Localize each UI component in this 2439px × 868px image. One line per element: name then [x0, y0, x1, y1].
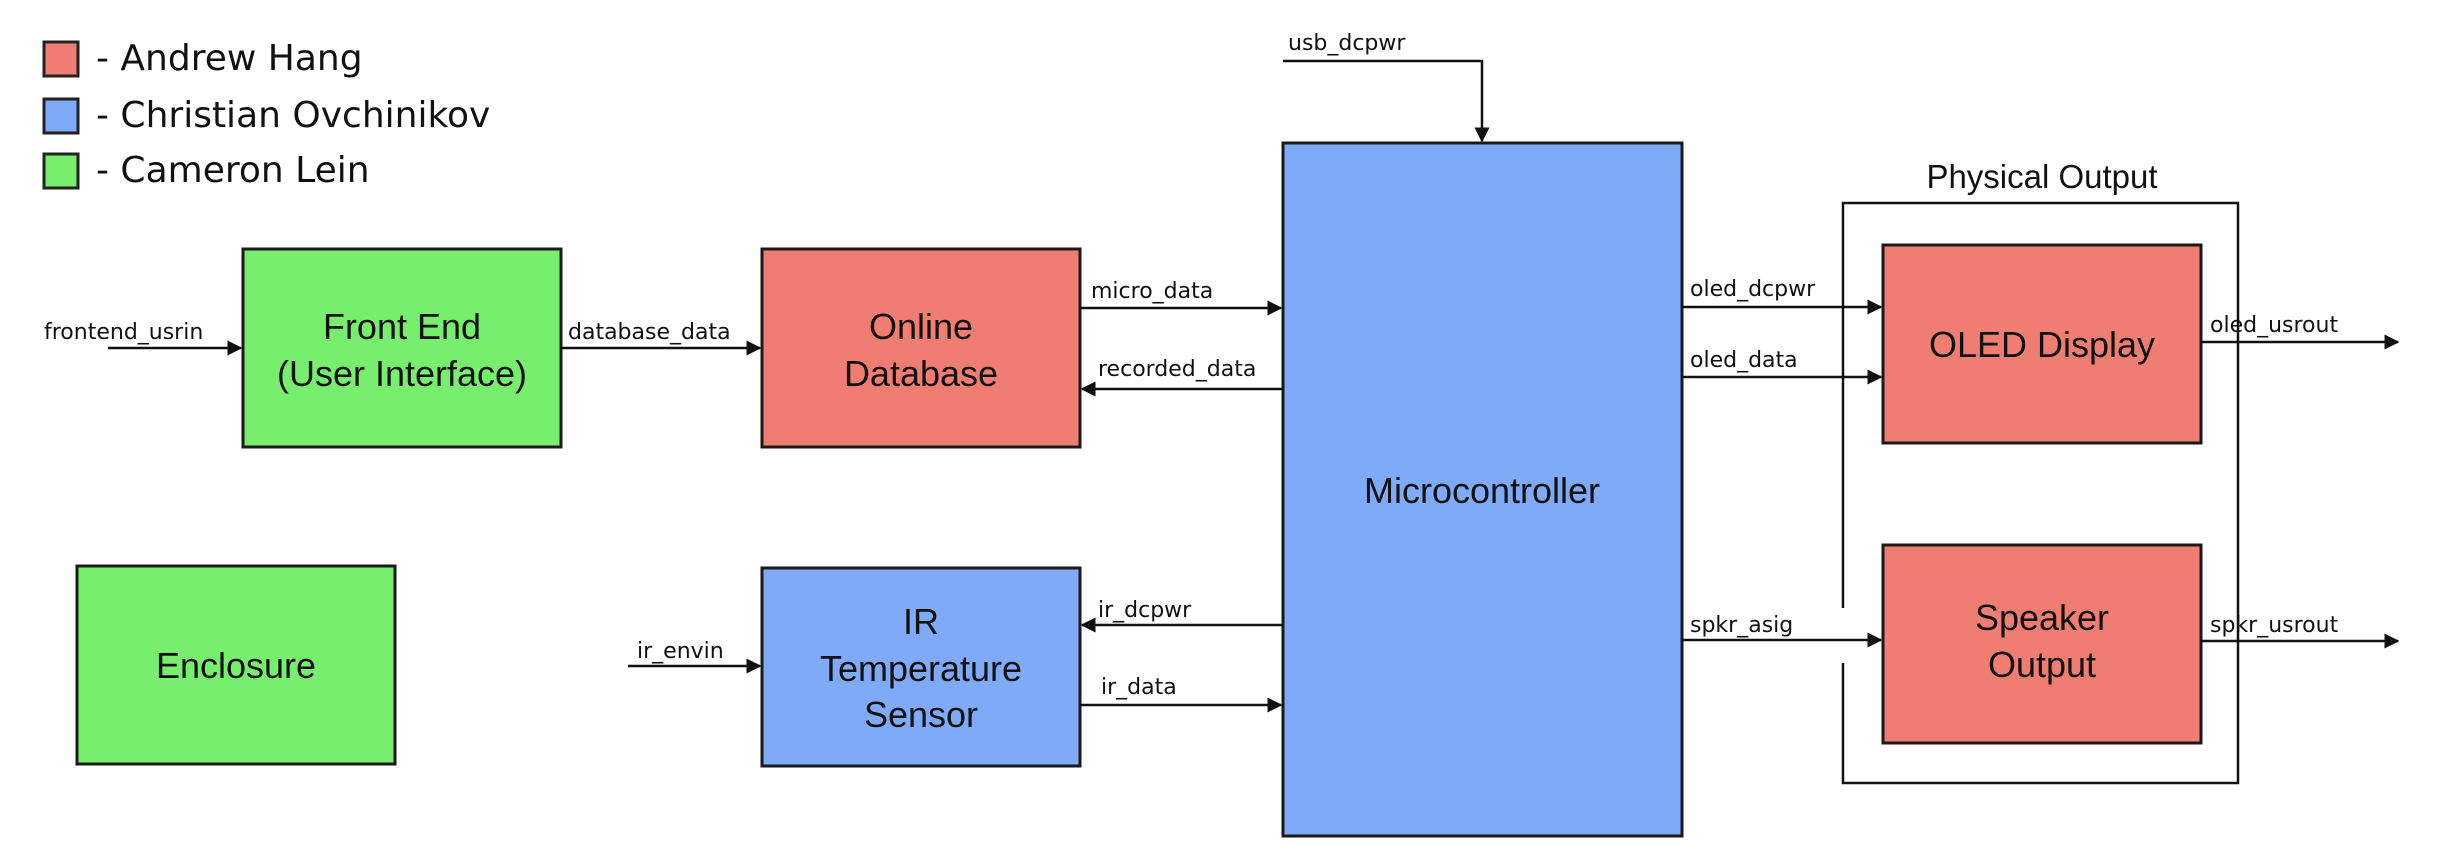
spkr-usrout-label: spkr_usrout: [2210, 613, 2339, 638]
ir-data-label: ir_data: [1101, 675, 1177, 700]
legend-label-christian: - Christian Ovchinikov: [96, 95, 490, 136]
ir-sensor-line1: IR: [903, 601, 939, 642]
ir-sensor-line2: Temperature: [820, 648, 1022, 689]
frontend-usrin-label: frontend_usrin: [44, 320, 203, 345]
enclosure-block: Enclosure: [75, 564, 397, 766]
front-end-block: Front End (User Interface): [241, 247, 563, 449]
legend-label-cameron: - Cameron Lein: [96, 150, 370, 191]
oled-data-label: oled_data: [1690, 348, 1798, 373]
online-database-line1: Online: [869, 306, 973, 347]
oled-display-label: OLED Display: [1929, 324, 2155, 365]
microcontroller-block: Microcontroller: [1281, 141, 1684, 838]
ir-dcpwr-label: ir_dcpwr: [1098, 598, 1192, 623]
database-data-label: database_data: [568, 320, 731, 345]
ir-sensor-block: IR Temperature Sensor: [760, 566, 1082, 768]
physical-output-group: Physical Output: [1841, 158, 2240, 785]
ir-envin-label: ir_envin: [637, 639, 724, 664]
front-end-subtitle: (User Interface): [277, 353, 527, 394]
online-database-block: Online Database: [760, 247, 1082, 449]
legend-swatch-cameron: [42, 152, 80, 190]
online-database-line2: Database: [844, 353, 998, 394]
microcontroller-label: Microcontroller: [1364, 470, 1600, 511]
speaker-output-line2: Output: [1988, 644, 2096, 685]
connections: [108, 59, 2400, 713]
signal-labels: frontend_usrin database_data micro_data …: [44, 31, 2339, 700]
legend-swatch-christian: [42, 97, 80, 135]
speaker-output-line1: Speaker: [1975, 597, 2109, 638]
enclosure-label: Enclosure: [156, 645, 316, 686]
usb-dcpwr-label: usb_dcpwr: [1288, 31, 1406, 56]
ir-sensor-line3: Sensor: [864, 694, 978, 735]
front-end-title: Front End: [323, 306, 481, 347]
oled-display-block: OLED Display: [1881, 243, 2203, 445]
speaker-output-block: Speaker Output: [1881, 543, 2203, 745]
legend-label-andrew: - Andrew Hang: [96, 38, 363, 79]
oled-usrout-label: oled_usrout: [2210, 313, 2338, 338]
micro-data-label: micro_data: [1091, 279, 1213, 304]
usb-dcpwr-wire: [1283, 59, 1490, 143]
physical-output-label: Physical Output: [1926, 158, 2157, 195]
recorded-data-label: recorded_data: [1098, 357, 1256, 382]
oled-dcpwr-label: oled_dcpwr: [1690, 277, 1816, 302]
legend-swatch-andrew: [42, 40, 80, 78]
legend: - Andrew Hang - Christian Ovchinikov - C…: [42, 38, 490, 191]
spkr-asig-label: spkr_asig: [1690, 613, 1793, 638]
